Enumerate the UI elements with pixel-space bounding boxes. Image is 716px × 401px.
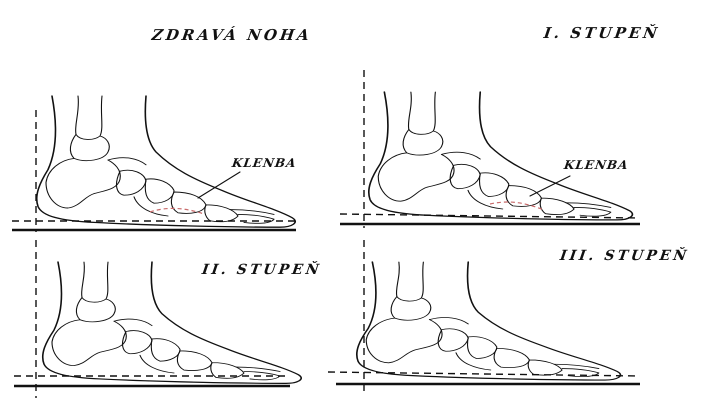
healthy-arch-pointer [198,172,240,198]
grade1-title: I. STUPEŇ [543,24,661,42]
grade1-foot-drawing [340,70,640,228]
healthy-arch-highlight [150,208,204,214]
healthy-foot-title: ZDRAVÁ NOHA [151,26,313,44]
healthy-arch-label: KLENBA [231,156,297,170]
grade1-arch-label: KLENBA [563,158,629,172]
grade2-title: II. STUPEŇ [201,262,323,278]
grade3-title: III. STUPEŇ [559,248,690,264]
